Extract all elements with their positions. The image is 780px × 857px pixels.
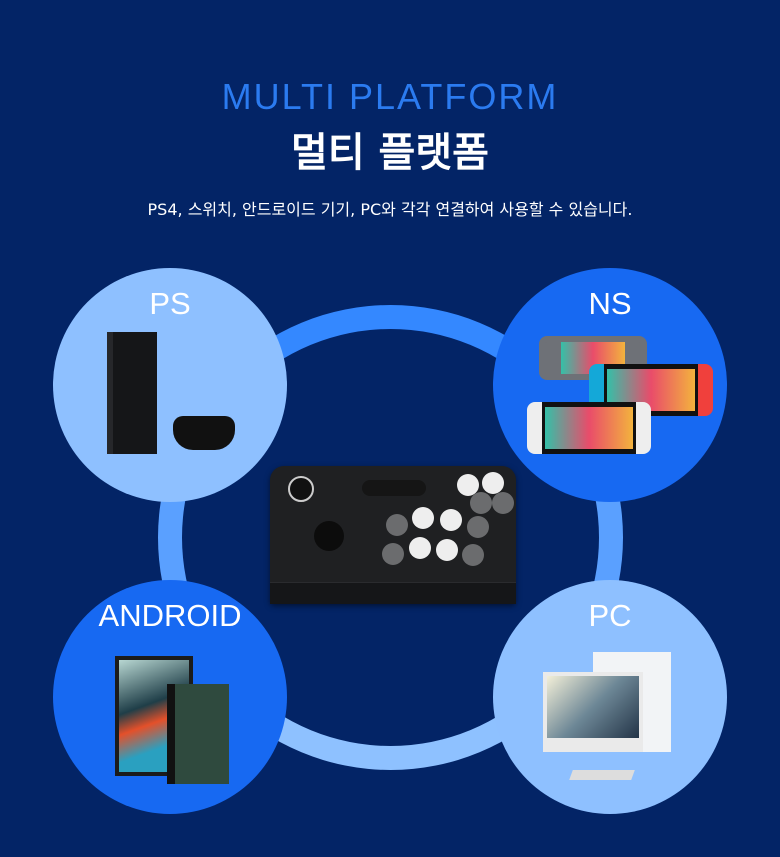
tablet-icon [115, 656, 193, 776]
action-button [440, 509, 462, 531]
arcade-fight-stick [270, 466, 516, 604]
switch-white-icon [527, 402, 651, 454]
action-button [386, 514, 408, 536]
platform-pc: PC [493, 580, 727, 814]
monitor-icon [543, 672, 643, 752]
smartphone-icon [167, 684, 229, 784]
title-korean: 멀티 플랫폼 [291, 130, 489, 176]
action-button [492, 492, 514, 514]
platform-label: PC [588, 598, 632, 633]
platform-label: PS [149, 286, 191, 321]
platform-ps: PS [53, 268, 287, 502]
action-button [462, 544, 484, 566]
palm-rest [270, 582, 516, 604]
action-button [457, 474, 479, 496]
action-button [382, 543, 404, 565]
joystick-ball [314, 521, 344, 551]
action-button [470, 492, 492, 514]
touchpad-dial [288, 476, 314, 502]
keyboard-icon [569, 770, 635, 780]
function-buttons [362, 480, 426, 496]
platform-label: ANDROID [98, 598, 242, 633]
action-button [467, 516, 489, 538]
subtitle: PS4, 스위치, 안드로이드 기기, PC와 각각 연결하여 사용할 수 있습… [147, 200, 633, 219]
platform-ns: NS [493, 268, 727, 502]
action-button [436, 539, 458, 561]
ps4-console-icon [107, 332, 157, 454]
gamepad-icon [173, 416, 235, 450]
action-button [482, 472, 504, 494]
action-button [409, 537, 431, 559]
platform-label: NS [588, 286, 632, 321]
platform-android: ANDROID [53, 580, 287, 814]
title-english: MULTI PLATFORM [221, 76, 559, 117]
action-button [412, 507, 434, 529]
